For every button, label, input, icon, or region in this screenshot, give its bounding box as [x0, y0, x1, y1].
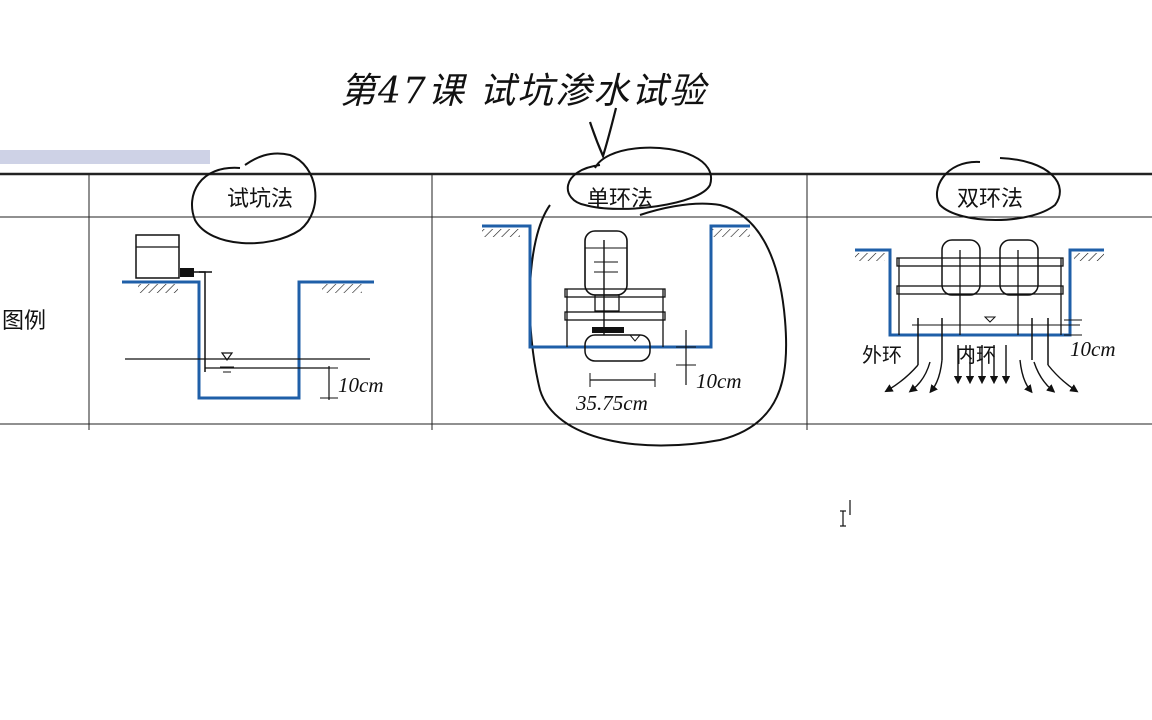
label-inner-ring: 内环: [956, 343, 996, 367]
column-header-double-ring: 双环法: [957, 187, 1023, 212]
scrolled-heading-fragment: [0, 150, 210, 164]
handwritten-lesson-title: 第47课 试坑渗水试验: [340, 71, 709, 112]
handwritten-circles: [191, 146, 1061, 447]
pit-outline: [855, 248, 1104, 337]
diagram-trial-pit: 10cm: [122, 234, 384, 400]
label-outer-ring: 外环: [862, 343, 902, 367]
mariotte-bottle: [584, 230, 628, 296]
dimension-diameter-label: 35.75cm: [575, 391, 648, 415]
dimension-depth-label: 10cm: [1070, 337, 1116, 361]
row-label-legend: 图例: [2, 309, 46, 334]
mariotte-bottle-right: [999, 239, 1039, 296]
water-tank: [135, 234, 180, 279]
seepage-arrows: [884, 345, 1079, 394]
mariotte-bottle-left: [941, 239, 981, 296]
text-cursor-icon: [840, 500, 851, 527]
column-header-pit-method: 试坑法: [227, 187, 293, 212]
ring-cylinder: [584, 334, 651, 362]
pit-outline: [482, 224, 750, 349]
dimension-depth-label: 10cm: [338, 373, 384, 397]
diagram-double-ring: 10cm 外环 内环: [855, 239, 1116, 394]
pit-outline: [122, 280, 374, 400]
handwritten-arrow-mark: [588, 107, 618, 160]
dimension-depth-label: 10cm: [696, 369, 742, 393]
diagram-single-ring: 35.75cm 10cm: [482, 224, 750, 415]
